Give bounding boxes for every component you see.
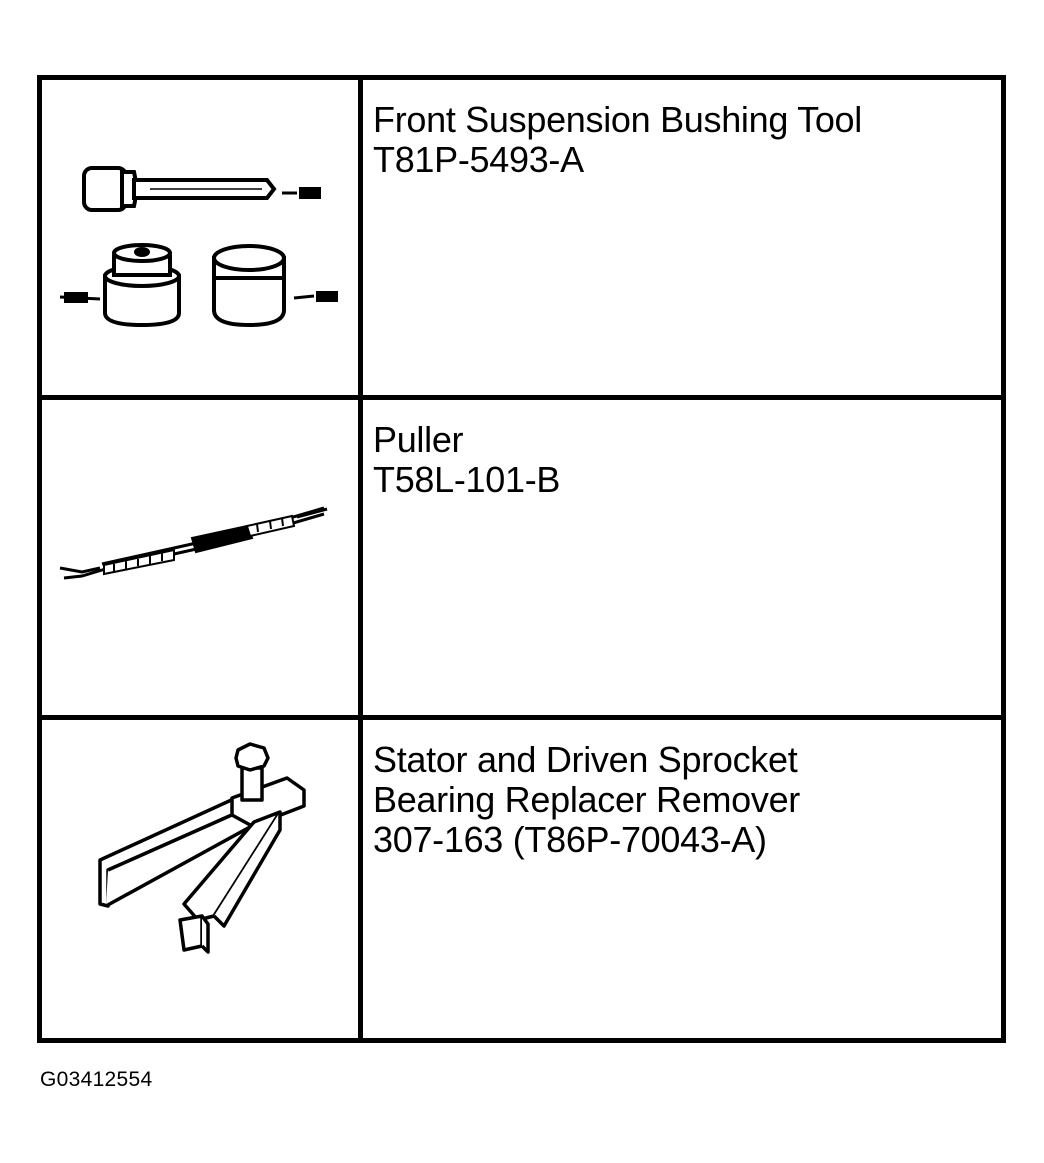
tool-illustration-cell: [42, 80, 363, 400]
tool-description-cell: Front Suspension Bushing Tool T81P-5493-…: [363, 80, 1001, 400]
tool-part-number: T58L-101-B: [373, 459, 561, 500]
tool-illustration-cell: [42, 400, 363, 720]
bearing-replacer-remover-icon: [98, 742, 306, 954]
tool-description-cell: Puller T58L-101-B: [363, 400, 1001, 720]
tool-table: Front Suspension Bushing Tool T81P-5493-…: [37, 75, 1006, 1043]
tool-name: Stator and Driven Sprocket: [373, 739, 798, 780]
figure-id: G03412554: [40, 1068, 153, 1091]
tool-name: Puller: [373, 419, 464, 460]
puller-icon: [59, 506, 328, 580]
tool-illustration-cell: [42, 720, 363, 1038]
tool-name: Front Suspension Bushing Tool: [373, 99, 862, 140]
tool-description-cell: Stator and Driven Sprocket Bearing Repla…: [363, 720, 1001, 1038]
tool-part-number: T81P-5493-A: [373, 139, 584, 180]
tool-part-number: 307-163 (T86P-70043-A): [373, 819, 767, 860]
bushing-tool-icon: [59, 166, 338, 328]
tool-name: Bearing Replacer Remover: [373, 779, 800, 820]
